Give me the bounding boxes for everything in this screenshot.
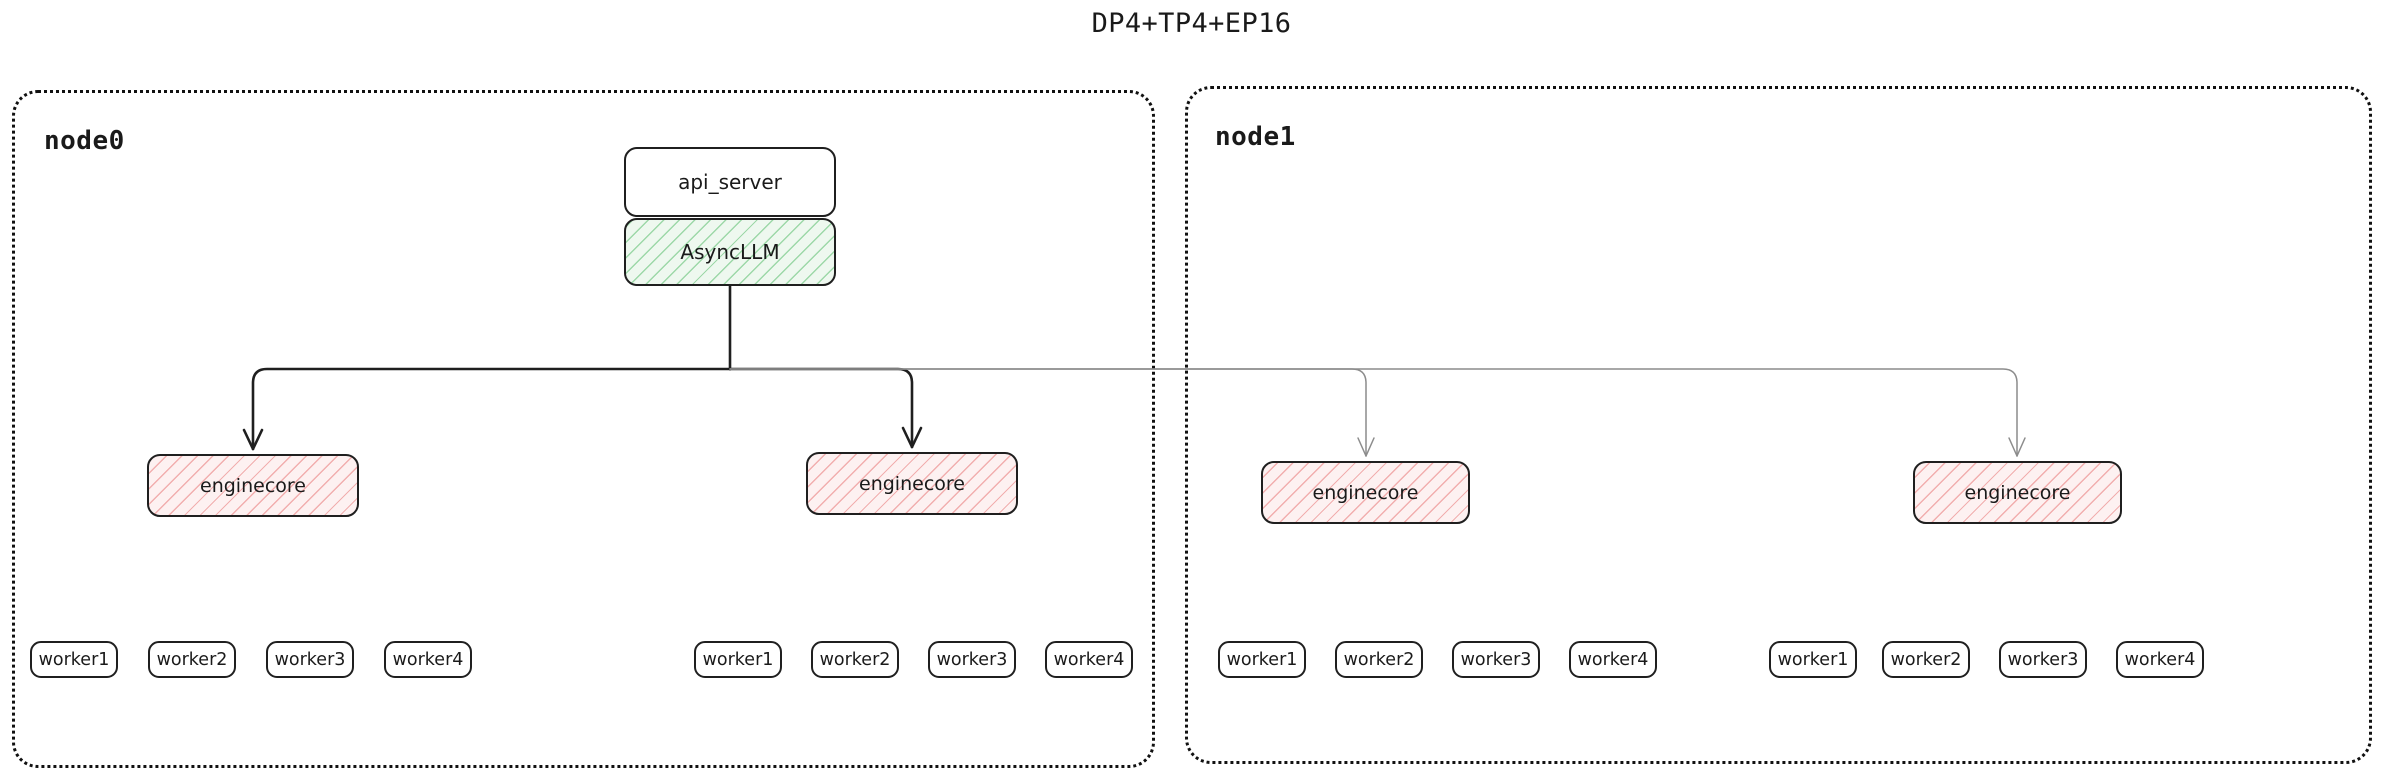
worker-box[interactable]: worker1 <box>1769 641 1857 678</box>
worker-box[interactable]: worker3 <box>1999 641 2087 678</box>
api-server-box[interactable]: api_server <box>624 147 836 217</box>
worker-box[interactable]: worker2 <box>811 641 899 678</box>
page-title: DP4+TP4+EP16 <box>1091 8 1292 39</box>
worker-box[interactable]: worker2 <box>1882 641 1970 678</box>
node-label-node1: node1 <box>1215 122 1296 152</box>
worker-box[interactable]: worker4 <box>384 641 472 678</box>
worker-box[interactable]: worker4 <box>1569 641 1657 678</box>
node-label-node0: node0 <box>44 126 125 156</box>
worker-box[interactable]: worker1 <box>30 641 118 678</box>
enginecore-box[interactable]: enginecore <box>806 452 1018 515</box>
enginecore-box[interactable]: enginecore <box>1913 461 2122 524</box>
worker-box[interactable]: worker4 <box>2116 641 2204 678</box>
worker-box[interactable]: worker2 <box>1335 641 1423 678</box>
worker-box[interactable]: worker1 <box>1218 641 1306 678</box>
async-llm-box[interactable]: AsyncLLM <box>624 218 836 286</box>
worker-box[interactable]: worker3 <box>1452 641 1540 678</box>
enginecore-box[interactable]: enginecore <box>1261 461 1470 524</box>
worker-box[interactable]: worker3 <box>928 641 1016 678</box>
worker-box[interactable]: worker1 <box>694 641 782 678</box>
worker-box[interactable]: worker3 <box>266 641 354 678</box>
worker-box[interactable]: worker2 <box>148 641 236 678</box>
enginecore-box[interactable]: enginecore <box>147 454 359 517</box>
worker-box[interactable]: worker4 <box>1045 641 1133 678</box>
